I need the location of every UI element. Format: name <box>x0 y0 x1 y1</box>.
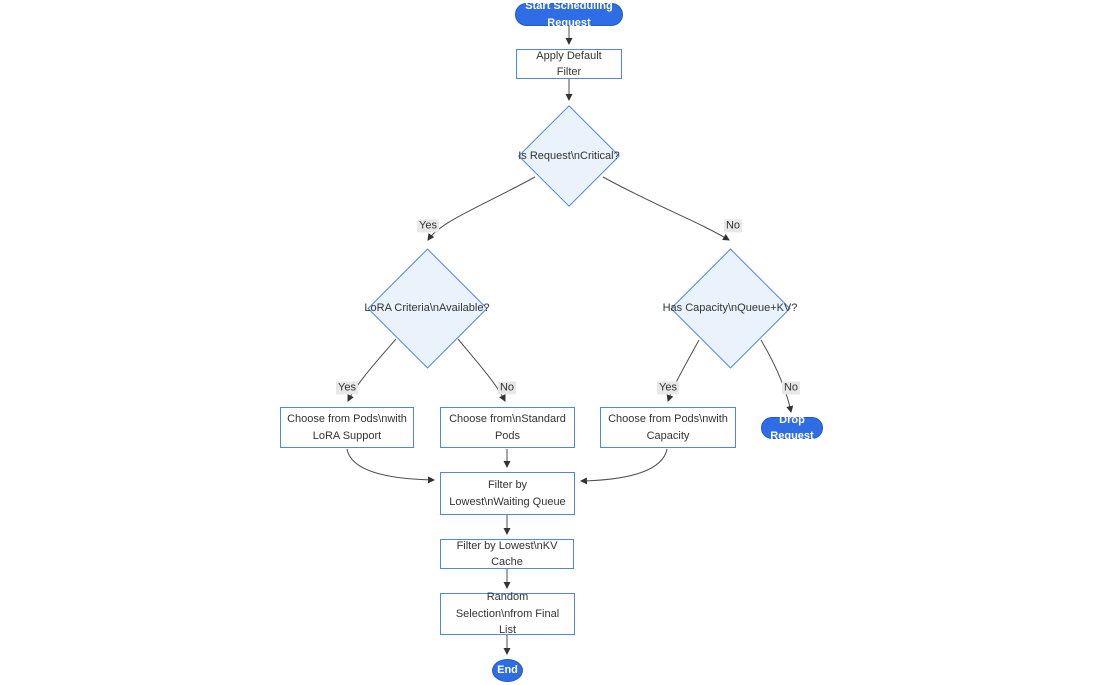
edge-label-lora-yes: Yes <box>336 381 358 395</box>
node-choose-pods-with-capacity: Choose from Pods\nwith Capacity <box>600 407 736 448</box>
node-start: Start Scheduling Request <box>515 0 623 29</box>
edge-label-critical-yes: Yes <box>417 219 439 233</box>
node-choose-standard-pods: Choose from\nStandard Pods <box>440 407 575 448</box>
edge-label-capacity-no: No <box>781 381 801 395</box>
edge-label-capacity-yes: Yes <box>657 381 679 395</box>
node-end: End <box>492 659 523 682</box>
edge-label-critical-no: No <box>723 219 743 233</box>
node-filter-lowest-kv-cache: Filter by Lowest\nKV Cache <box>440 539 574 569</box>
edge-label-lora-no: No <box>497 381 517 395</box>
node-choose-pods-lora-support: Choose from Pods\nwith LoRA Support <box>280 407 414 448</box>
node-random-selection-final-list: Random Selection\nfrom Final List <box>440 591 575 636</box>
node-drop-request: Drop Request <box>761 414 823 442</box>
node-filter-lowest-waiting-queue: Filter by Lowest\nWaiting Queue <box>440 472 575 515</box>
node-apply-default-filter: Apply Default Filter <box>516 49 622 79</box>
